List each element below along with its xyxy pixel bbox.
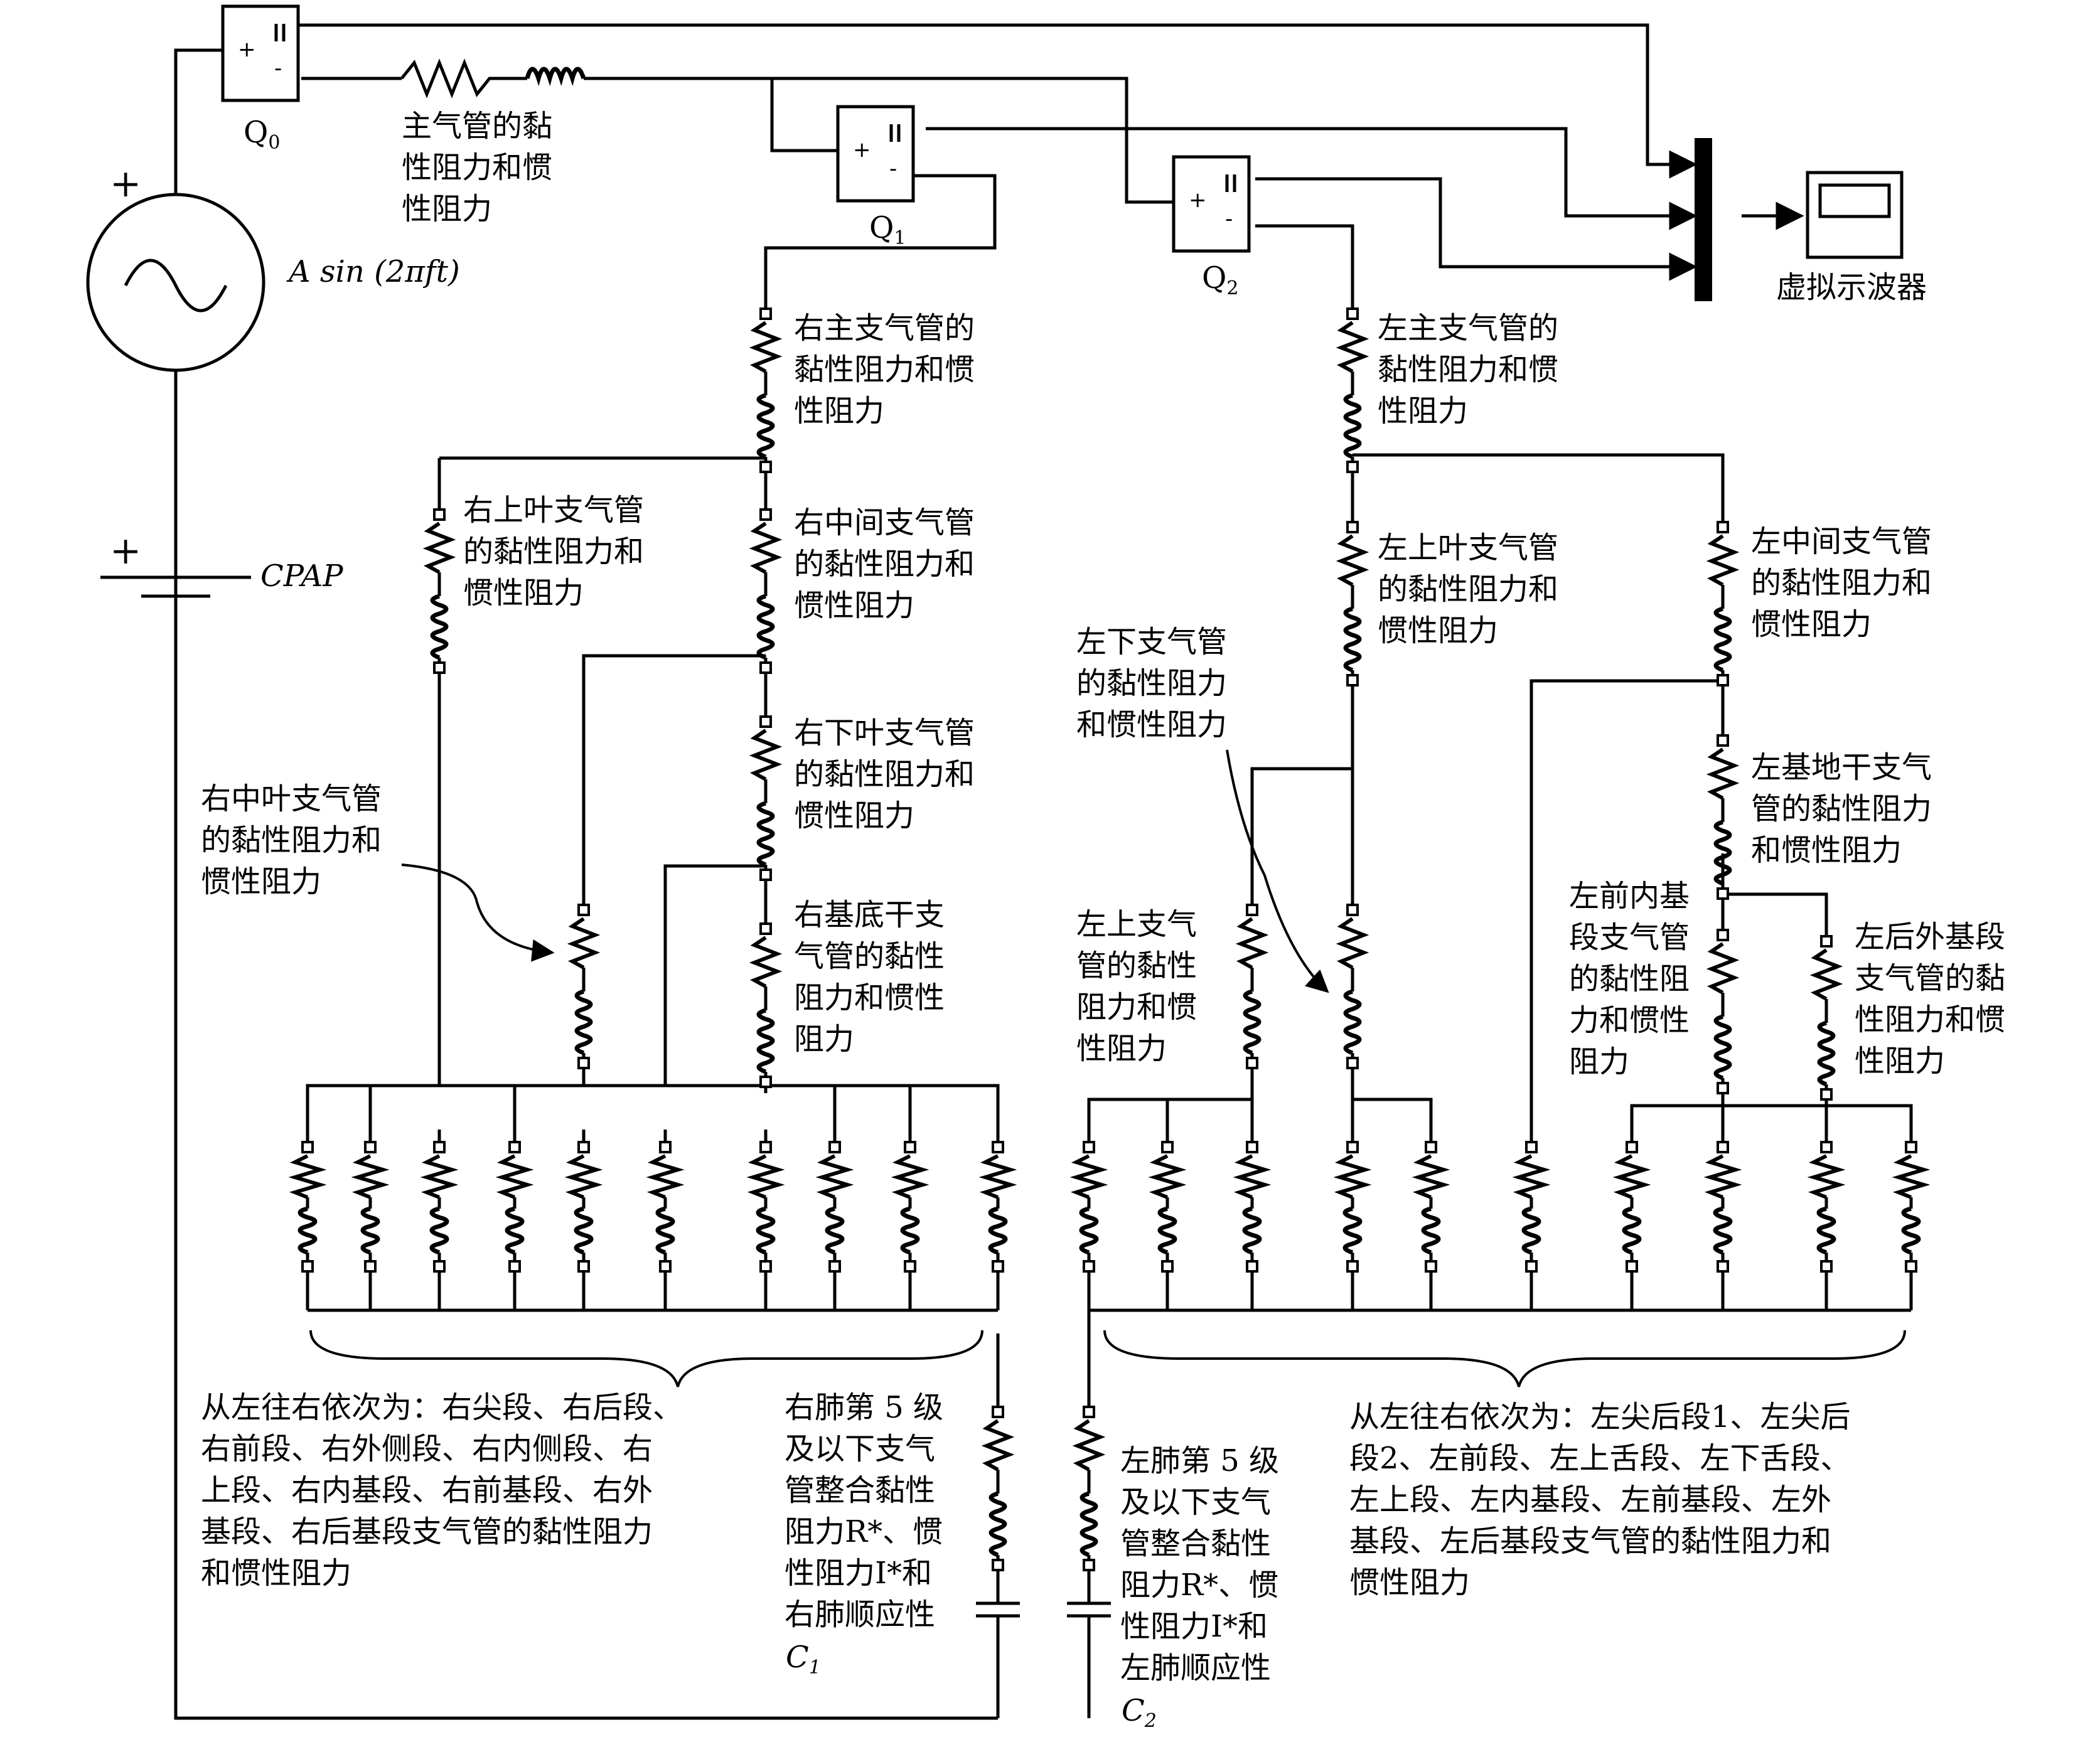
- left-main-label: 左主支气管的 黏性阻力和惯 性阻力: [1378, 311, 1559, 429]
- scope-icon: [1806, 171, 1904, 259]
- right-middle-label: 右中叶支气管 的黏性阻力和 惯性阻力: [201, 781, 382, 899]
- left-intermediate-label: 左中间支气管 的黏性阻力和 惯性阻力: [1751, 524, 1932, 642]
- scope-label: 虚拟示波器: [1776, 270, 1927, 305]
- right-lung-label: 右肺第 5 级 及以下支气 管整合黏性 阻力R*、惯 性阻力I*和 右肺顺应性: [785, 1390, 944, 1632]
- left-superior-label: 左上支气 管的黏性 阻力和惯 性阻力: [1076, 907, 1197, 1066]
- left-brace: [1103, 1330, 1906, 1387]
- mux-bar: [1695, 138, 1712, 301]
- left-lung-c-label: C2: [1122, 1693, 1157, 1732]
- right-middle-pointer: [401, 863, 555, 962]
- left-lung-label: 左肺第 5 级 及以下支气 管整合黏性 阻力R*、惯 性阻力I*和 左肺顺应性: [1120, 1443, 1280, 1686]
- right-lung-capacitor: [976, 1576, 1020, 1666]
- right-main-label: 右主支气管的 黏性阻力和惯 性阻力: [794, 311, 975, 429]
- q2-label: Q2: [1202, 260, 1239, 299]
- left-ant-medial-label: 左前内基 段支气管 的黏性阻 力和惯性 阻力: [1569, 879, 1690, 1079]
- main-trachea-label: 主气管的黏 性阻力和惯 性阻力: [402, 109, 553, 227]
- right-basal-label: 右基底干支 气管的黏性 阻力和惯性 阻力: [794, 897, 945, 1057]
- left-upper-label: 左上叶支气管 的黏性阻力和 惯性阻力: [1378, 530, 1559, 648]
- right-segments-label: 从左往右依次为：右尖段、右后段、 右前段、右外侧段、右内侧段、右 上段、右内基段…: [201, 1390, 683, 1591]
- left-lung-capacitor: [1067, 1576, 1111, 1694]
- right-intermediate-label: 右中间支气管 的黏性阻力和 惯性阻力: [794, 505, 975, 623]
- left-basal-trunk-label: 左基地干支气 管的黏性阻力 和惯性阻力: [1751, 750, 1932, 868]
- plus-sign-top: +: [110, 162, 142, 206]
- source-expression: A sin (2πft): [289, 254, 460, 289]
- left-inferior-pointer: [1226, 749, 1329, 993]
- left-inferior-label: 左下支气管 的黏性阻力 和惯性阻力: [1076, 624, 1228, 742]
- right-upper-label: 右上叶支气管 的黏性阻力和 惯性阻力: [463, 493, 645, 611]
- left-segments-label: 从左往右依次为：左尖后段1、左尖后 段2、左前段、左上舌段、左下舌段、 左上段、…: [1349, 1399, 1851, 1600]
- cpap-label: CPAP: [260, 558, 343, 594]
- right-lung-c-label: C1: [786, 1640, 821, 1679]
- q0-label: Q0: [244, 115, 281, 154]
- right-brace: [309, 1330, 983, 1387]
- left-post-lateral-label: 左后外基段 支气管的黏 性阻力和惯 性阻力: [1855, 919, 2006, 1079]
- plus-sign-bottom: +: [110, 529, 142, 573]
- right-lower-label: 右下叶支气管 的黏性阻力和 惯性阻力: [794, 715, 975, 833]
- wires: [174, 23, 1913, 1720]
- q1-label: Q1: [869, 210, 906, 249]
- ac-source-icon: [86, 193, 265, 372]
